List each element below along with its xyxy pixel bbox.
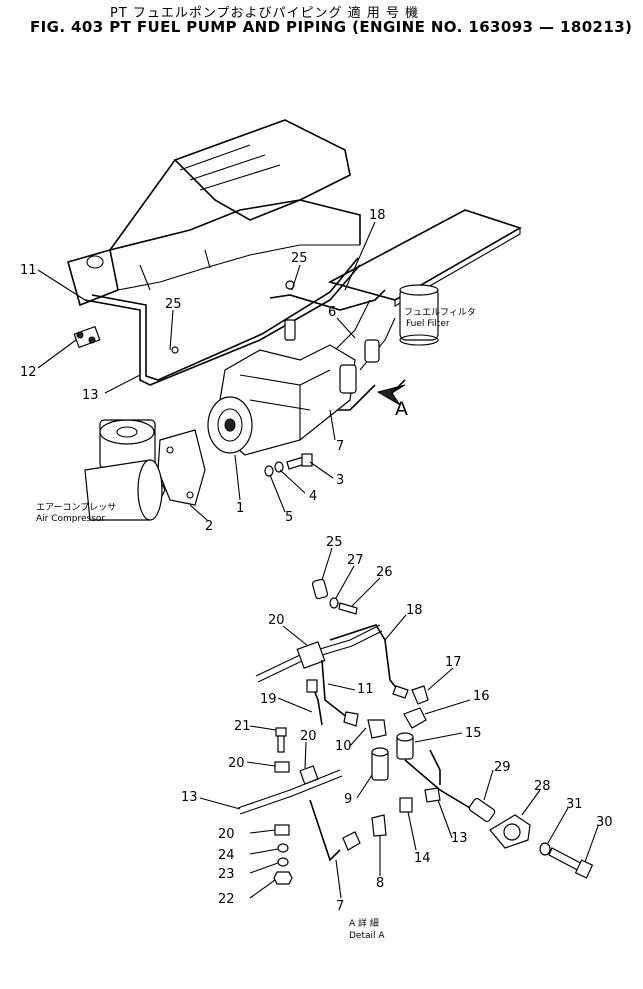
callout-17: 17 <box>445 655 462 670</box>
callout-24: 24 <box>218 848 235 863</box>
callout-20: 20 <box>268 613 285 628</box>
callout-7: 7 <box>336 899 344 914</box>
engine-cover <box>67 119 361 307</box>
detail-parts <box>237 578 594 885</box>
pump-gasket <box>157 429 206 506</box>
callout-20: 20 <box>300 729 317 744</box>
callout-4: 4 <box>309 489 317 504</box>
callout-7: 7 <box>336 439 344 454</box>
air-compressor-label: Air Compressor <box>36 514 105 524</box>
callout-13: 13 <box>82 388 99 403</box>
detail-a-caption: Detail A <box>349 931 385 941</box>
fuel-filter-mount <box>327 209 522 346</box>
detail-leader-lines <box>199 547 599 899</box>
callout-25: 25 <box>326 535 343 550</box>
callout-9: 9 <box>344 792 352 807</box>
callout-13: 13 <box>451 831 468 846</box>
fuel-filter-label: Fuel Filter <box>406 319 450 329</box>
fuel-pump <box>207 319 380 456</box>
callout-20: 20 <box>228 756 245 771</box>
air-compressor-label-jp: エアーコンプレッサ <box>36 502 116 513</box>
callout-18: 18 <box>406 603 423 618</box>
callout-1: 1 <box>236 501 244 516</box>
callout-11: 11 <box>20 263 37 278</box>
detail-a-caption-jp: A 詳 細 <box>349 917 379 929</box>
pump-mounting-hardware <box>264 453 313 477</box>
callout-18: 18 <box>369 208 386 223</box>
air-compressor <box>84 419 166 521</box>
view-marker-a: A <box>395 398 408 420</box>
callout-13: 13 <box>181 790 198 805</box>
callout-11: 11 <box>357 682 374 697</box>
callout-19: 19 <box>260 692 277 707</box>
figure-title-japanese: PT フュエルポンプおよびパイピング 適 用 号 機 <box>110 6 420 21</box>
figure-title: FIG. 403 PT FUEL PUMP AND PIPING (ENGINE… <box>30 18 633 36</box>
callout-6: 6 <box>328 305 336 320</box>
callout-25: 25 <box>291 251 308 266</box>
fuel-filter-label-jp: フュエルフィルタ <box>404 307 476 318</box>
callout-23: 23 <box>218 867 235 882</box>
callout-29: 29 <box>494 760 511 775</box>
callout-26: 26 <box>376 565 393 580</box>
callout-27: 27 <box>347 553 364 568</box>
callout-31: 31 <box>566 797 583 812</box>
callout-22: 22 <box>218 892 235 907</box>
callout-21: 21 <box>234 719 251 734</box>
callout-16: 16 <box>473 689 490 704</box>
callout-25: 25 <box>165 297 182 312</box>
callout-28: 28 <box>534 779 551 794</box>
callout-15: 15 <box>465 726 482 741</box>
callout-14: 14 <box>414 851 431 866</box>
callout-8: 8 <box>376 876 384 891</box>
view-arrow-a <box>376 379 406 406</box>
bracket-bolts-upper <box>73 280 295 354</box>
callout-2: 2 <box>205 519 213 534</box>
upper-leader-lines <box>37 221 376 521</box>
callout-30: 30 <box>596 815 613 830</box>
callout-10: 10 <box>335 739 352 754</box>
callout-3: 3 <box>336 473 344 488</box>
callout-5: 5 <box>285 510 293 525</box>
callout-12: 12 <box>20 365 37 380</box>
callout-20: 20 <box>218 827 235 842</box>
